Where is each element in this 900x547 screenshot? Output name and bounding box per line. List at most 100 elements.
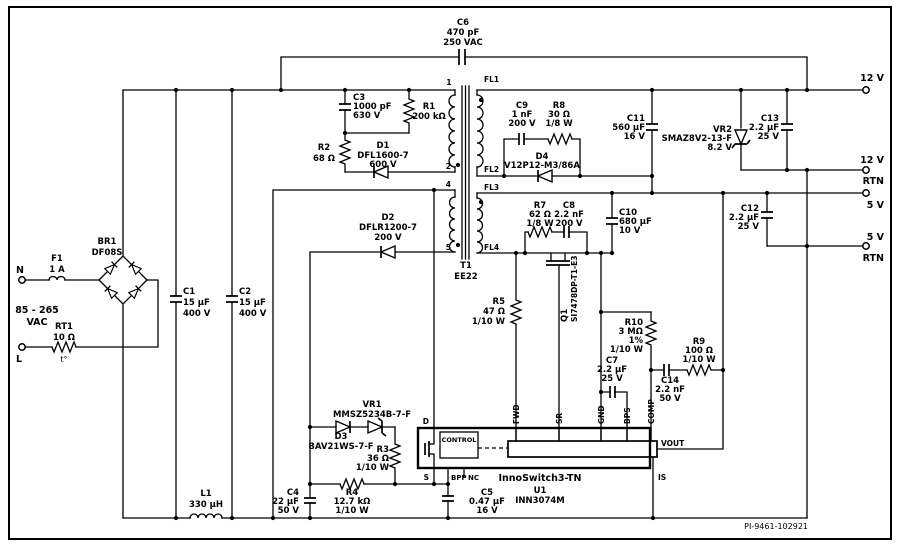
bridge-diode-icon bbox=[127, 285, 142, 300]
label-c2: C2 bbox=[239, 287, 251, 297]
label-d2: D2 bbox=[382, 213, 395, 223]
label-c6-val: 470 pF bbox=[447, 28, 480, 38]
label-c7-val: 2.2 µF bbox=[597, 365, 627, 375]
label-r9-w: 1/10 W bbox=[682, 355, 716, 365]
label-c3: C3 bbox=[353, 93, 365, 103]
terminal-5v-rtn bbox=[862, 242, 870, 250]
label-r4: R4 bbox=[346, 488, 359, 498]
cap-c1-icon bbox=[170, 295, 182, 303]
label-r8-w: 1/8 W bbox=[545, 119, 573, 129]
schematic-border bbox=[8, 6, 892, 540]
label-d1-part: DFL1600-7 bbox=[357, 151, 408, 161]
label-c4-val: 22 µF bbox=[272, 497, 299, 507]
label-12v-rtn-1: 12 V bbox=[860, 155, 885, 166]
label-vr2: VR2 bbox=[713, 125, 732, 135]
label-pin-bps: BPS bbox=[623, 407, 632, 424]
resistor-r2-icon bbox=[338, 132, 352, 173]
label-c14-v: 50 V bbox=[659, 394, 681, 404]
label-fl3: FL3 bbox=[484, 183, 499, 192]
resistor-r3-icon bbox=[388, 426, 402, 485]
junction-dots bbox=[173, 87, 810, 521]
label-vr2-part: SMAZ8V2-13-F bbox=[662, 134, 733, 144]
label-5v-rtn-1: 5 V bbox=[867, 232, 885, 243]
cap-c11-icon bbox=[646, 123, 658, 131]
label-c1-val: 15 µF bbox=[183, 298, 210, 308]
label-c4-v: 50 V bbox=[278, 506, 300, 516]
label-12v-rtn-2: RTN bbox=[863, 176, 884, 187]
cap-c6-icon bbox=[458, 49, 466, 65]
label-br1-val: DF08S bbox=[92, 248, 123, 258]
label-c3-v: 630 V bbox=[353, 111, 381, 121]
label-c1: C1 bbox=[183, 287, 195, 297]
label-c5-val: 0.47 µF bbox=[469, 497, 505, 507]
label-ic-title: InnoSwitch3-TN bbox=[499, 473, 582, 484]
label-n: N bbox=[16, 265, 24, 276]
label-c14-val: 2.2 nF bbox=[655, 385, 685, 395]
label-c5: C5 bbox=[481, 488, 493, 498]
label-ic-ref: U1 bbox=[534, 486, 547, 496]
label-pin-nc: NC bbox=[468, 474, 479, 482]
label-r5-val: 47 Ω bbox=[483, 307, 505, 317]
labels: N L 85 - 265 VAC F1 1 A BR1 DF08S RT1 10… bbox=[15, 18, 884, 531]
label-r10: R10 bbox=[625, 318, 643, 328]
resistor-r9-icon bbox=[686, 363, 712, 377]
capacitor-plates bbox=[170, 49, 793, 504]
resistor-r10-icon bbox=[644, 311, 658, 371]
label-fl2: FL2 bbox=[484, 165, 499, 174]
label-r1: R1 bbox=[423, 102, 436, 112]
label-r4-w: 1/10 W bbox=[335, 506, 369, 516]
resistor-r5-icon bbox=[509, 252, 523, 442]
label-c5-v: 16 V bbox=[476, 506, 498, 516]
label-br1: BR1 bbox=[98, 237, 117, 247]
terminal-12v-rtn bbox=[862, 166, 870, 174]
cap-c14-icon bbox=[663, 364, 670, 376]
label-vac: VAC bbox=[26, 317, 47, 328]
thermistor-icon bbox=[51, 340, 77, 354]
label-c13: C13 bbox=[761, 114, 779, 124]
diode-d4-icon bbox=[536, 168, 553, 184]
zener-vr1-icon bbox=[367, 417, 387, 437]
cap-c12-icon bbox=[761, 211, 773, 219]
label-vac-range: 85 - 265 bbox=[15, 305, 59, 316]
polarity-dot bbox=[478, 97, 484, 103]
label-c8: C8 bbox=[563, 201, 575, 211]
label-ic-control: CONTROL bbox=[442, 436, 477, 444]
label-r3-val: 36 Ω bbox=[367, 454, 389, 464]
label-d3-part: BAV21WS-7-F bbox=[308, 442, 373, 452]
polarity-dot bbox=[455, 242, 461, 248]
terminal-5v bbox=[862, 189, 870, 197]
terminal-l bbox=[18, 343, 26, 351]
label-r3: R3 bbox=[377, 445, 390, 455]
label-r4-val: 12.7 kΩ bbox=[334, 497, 371, 507]
cap-c3-icon bbox=[339, 103, 351, 111]
cap-c9-icon bbox=[518, 133, 525, 145]
mosfet-q1-icon bbox=[546, 252, 570, 442]
resistor-r8-icon bbox=[547, 132, 573, 146]
label-pin2: 2 bbox=[446, 162, 451, 171]
resistor-r4-icon bbox=[339, 477, 365, 491]
label-fl4: FL4 bbox=[484, 243, 499, 252]
label-c6-v: 250 VAC bbox=[443, 38, 483, 48]
label-c11-val: 560 µF bbox=[612, 123, 645, 133]
label-c11: C11 bbox=[627, 114, 645, 124]
label-q1: Q1 bbox=[560, 309, 570, 322]
label-r7-w: 1/8 W bbox=[526, 219, 554, 229]
label-l1: L1 bbox=[200, 489, 211, 499]
diodes bbox=[103, 129, 751, 437]
fuse-icon bbox=[48, 275, 66, 281]
label-c9-val: 1 nF bbox=[512, 110, 533, 120]
label-r9-val: 100 Ω bbox=[685, 346, 713, 356]
label-c12-val: 2.2 µF bbox=[729, 213, 759, 223]
label-pin4: 4 bbox=[446, 180, 451, 189]
terminal-12v bbox=[862, 86, 870, 94]
label-pin5: 5 bbox=[446, 243, 451, 252]
label-pin-gnd: GND bbox=[597, 405, 606, 424]
label-c13-v: 25 V bbox=[758, 132, 780, 142]
ic-u1-innoswitch bbox=[416, 426, 658, 470]
label-q1-part: SI7478DP-T1-E3 bbox=[570, 256, 579, 322]
resistor-r7-icon bbox=[527, 225, 553, 239]
label-c1-v: 400 V bbox=[183, 309, 211, 319]
label-d3: D3 bbox=[335, 432, 348, 442]
label-c6: C6 bbox=[457, 18, 469, 28]
